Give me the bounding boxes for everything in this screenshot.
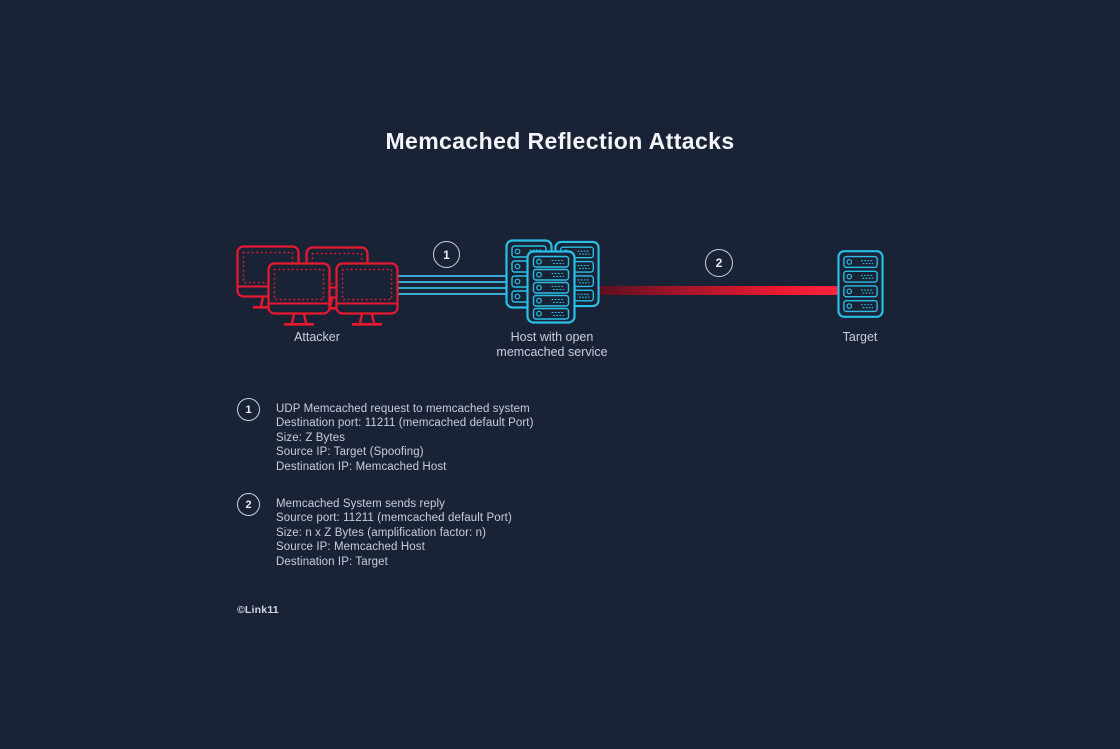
- flow-step-1-badge: 1: [433, 241, 460, 268]
- step-2-number-badge: 2: [237, 493, 260, 516]
- copyright-credit: ©Link11: [237, 604, 279, 616]
- target-label: Target: [842, 330, 878, 344]
- step-1-number-badge: 1: [237, 398, 260, 421]
- step-line: Source port: 11211 (memcached default Po…: [276, 512, 512, 525]
- step-line: Source IP: Target (Spoofing): [276, 446, 424, 459]
- step-line: Destination port: 11211 (memcached defau…: [276, 417, 534, 430]
- step-1-text: UDP Memcached request to memcached syste…: [276, 398, 534, 474]
- step-line: Destination IP: Memcached Host: [276, 460, 447, 473]
- step-2-block: 2 Memcached System sends reply Source po…: [237, 493, 512, 569]
- attacker-monitor-icon: [267, 262, 331, 328]
- request-line: [398, 293, 508, 295]
- request-line: [398, 287, 508, 289]
- step-line: Destination IP: Target: [276, 555, 388, 568]
- request-line: [398, 281, 508, 283]
- reply-line: [596, 286, 838, 295]
- step-line: Size: Z Bytes: [276, 431, 346, 444]
- attacker-label: Attacker: [294, 330, 340, 344]
- request-line: [398, 275, 508, 277]
- step-line: Size: n x Z Bytes (amplification factor:…: [276, 526, 487, 539]
- step-2-text: Memcached System sends reply Source port…: [276, 493, 512, 569]
- server-rack-icon: [526, 250, 576, 324]
- host-label: Host with open memcached service: [496, 330, 608, 360]
- step-line: UDP Memcached request to memcached syste…: [276, 403, 530, 415]
- page-title: Memcached Reflection Attacks: [385, 128, 735, 154]
- attacker-monitor-icon: [335, 262, 399, 328]
- flow-step-2-badge: 2: [705, 249, 733, 277]
- step-line: Memcached System sends reply: [276, 498, 445, 510]
- step-line: Source IP: Memcached Host: [276, 541, 425, 554]
- server-rack-icon: [837, 249, 884, 319]
- step-1-block: 1 UDP Memcached request to memcached sys…: [237, 398, 534, 474]
